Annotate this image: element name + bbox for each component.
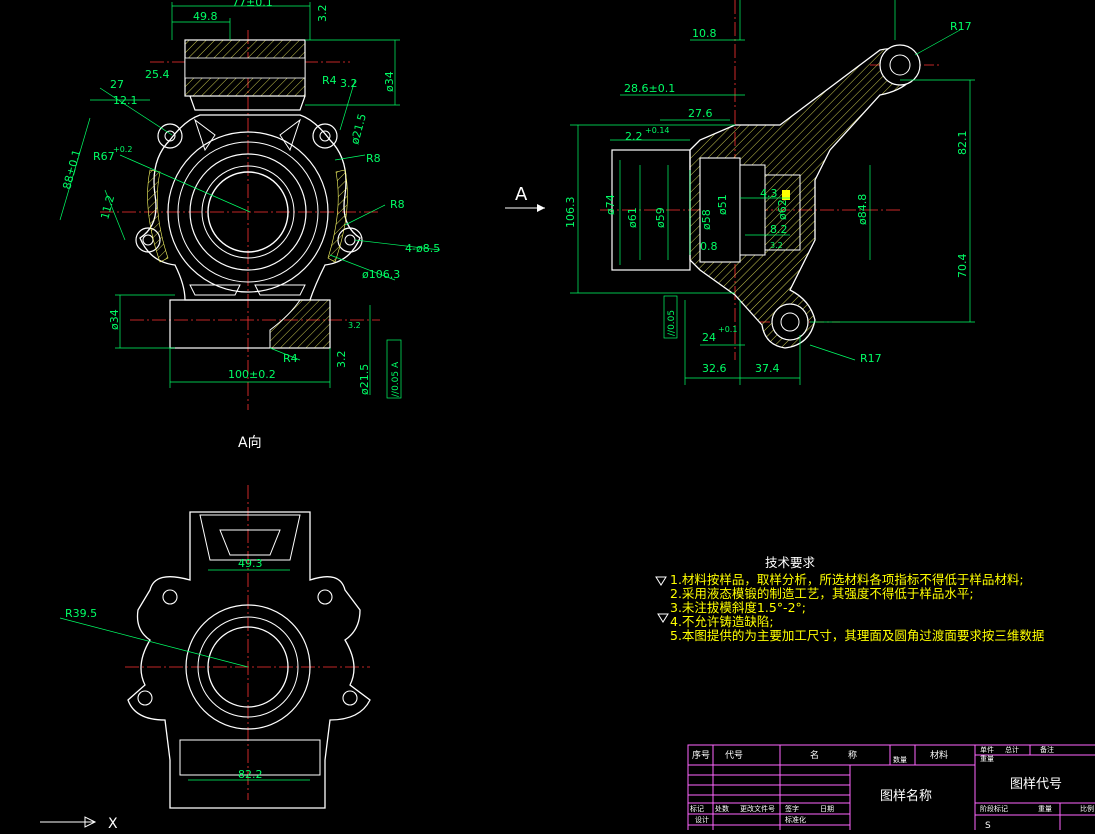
tb-row-date: 日期 xyxy=(820,805,834,813)
tb-scale: 比例 xyxy=(1080,804,1094,813)
axis-x-mark: X xyxy=(108,816,118,830)
dim-dia34-bot: ø34 xyxy=(108,309,121,330)
dim-82-2: 82.2 xyxy=(238,768,263,781)
dim-88: 88±0.1 xyxy=(60,148,83,191)
dim-r67: R67 xyxy=(93,150,115,163)
dim-r4-bot: R4 xyxy=(283,352,298,365)
tb-header-name2: 称 xyxy=(848,749,857,761)
dim-4-3: 4.3 xyxy=(760,187,778,200)
dim-dia34-top: ø34 xyxy=(383,71,396,92)
dim-dia21-5-bot: ø21.5 xyxy=(358,364,371,395)
dim-dia51: ø51 xyxy=(716,194,729,215)
dim-dia84-8: ø84.8 xyxy=(856,194,869,225)
dim-holes: 4-ø8.5 xyxy=(405,242,440,255)
dim-11-2: 11.2 xyxy=(98,194,117,221)
dim-24-tol: +0.1 xyxy=(718,325,737,334)
dim-28-6: 28.6±0.1 xyxy=(624,82,675,95)
note-line-3: 3.未注拔模斜度1.5°-2°; xyxy=(670,600,806,615)
note-line-1: 1.材料按样品，取样分析，所选材料各项指标不得低于样品材料; xyxy=(670,572,1024,587)
dim-rough-b: 3.2 xyxy=(340,77,358,90)
dim-dia21-5-top: ø21.5 xyxy=(348,112,369,146)
tb-row-change: 更改文件号 xyxy=(740,804,775,813)
note-line-4: 4.不允许铸造缺陷; xyxy=(670,614,774,629)
dim-37-4: 37.4 xyxy=(755,362,780,375)
tb-row-sign: 签字 xyxy=(785,804,799,813)
dim-2-2: 2.2 xyxy=(625,130,643,143)
dim-dia59: ø59 xyxy=(654,207,667,228)
tb-header-qty: 数量 xyxy=(893,755,907,764)
dim-24: 24 xyxy=(702,331,716,344)
tb-row-mark: 标记 xyxy=(690,804,704,813)
title-block: 序号 代号 名 称 数量 材料 单件 总计 备注 重量 图样名称 图样代号 标记… xyxy=(687,744,1095,834)
a-view-title: A向 xyxy=(238,435,262,451)
tb-header-material: 材料 xyxy=(930,749,948,761)
dim-2-2-tol: +0.14 xyxy=(645,126,670,135)
tb-row-count: 处数 xyxy=(715,804,729,813)
notes-heading: 技术要求 xyxy=(765,555,816,570)
dim-0-8: 0.8 xyxy=(700,240,718,253)
side-tol-frame: //0.05 xyxy=(667,310,677,336)
dim-dia106-3: ø106.3 xyxy=(362,268,400,281)
dim-49-3: 49.3 xyxy=(238,557,263,570)
dim-rough-a: 3.2 xyxy=(316,5,329,23)
tb-weight2: 重量 xyxy=(1038,805,1052,813)
dim-dia58: ø58 xyxy=(700,209,713,230)
dim-32-6: 32.6 xyxy=(702,362,727,375)
dim-8-2: 8.2 xyxy=(770,223,788,236)
dim-10-8: 10.8 xyxy=(692,27,717,40)
view-arrow-a-label: A xyxy=(515,184,528,205)
tb-header-name1: 名 xyxy=(810,749,819,761)
tb-drawing-name: 图样名称 xyxy=(880,788,932,804)
dim-bottom-width: 100±0.2 xyxy=(228,368,276,381)
dim-dia61: ø61 xyxy=(626,207,639,228)
tb-header-index: 序号 xyxy=(692,749,710,761)
tb-header-code: 代号 xyxy=(725,750,743,761)
tb-design: 设计 xyxy=(695,815,709,824)
dim-27-6: 27.6 xyxy=(688,107,713,120)
front-view: 77±0.1 49.8 ø34 R4 3.2 3.2 27 25.4 12.1 … xyxy=(59,0,440,410)
dim-angle-text: 3.2 xyxy=(348,321,361,330)
front-tol-frame: //0.05 A xyxy=(391,361,401,397)
dim-82-1: 82.1 xyxy=(956,131,969,156)
dim-r8-b: R8 xyxy=(390,198,405,211)
dim-r39-5: R39.5 xyxy=(65,607,97,620)
note-line-5: 5.本图提供的为主要加工尺寸，其理面及圆角过渡面要求按三维数据 xyxy=(670,628,1044,643)
dim-27: 27 xyxy=(110,78,124,91)
dim-106-3: 106.3 xyxy=(564,197,577,229)
note-marker-1 xyxy=(655,576,667,586)
dim-25-4: 25.4 xyxy=(145,68,170,81)
dim-70-4: 70.4 xyxy=(956,254,969,279)
dim-r17-bot: R17 xyxy=(860,352,882,365)
tb-drawing-code: 图样代号 xyxy=(1010,777,1062,792)
technical-notes: 技术要求 1.材料按样品，取样分析，所选材料各项指标不得低于样品材料; 2.采用… xyxy=(655,555,1044,643)
tb-weight: 重量 xyxy=(980,755,994,763)
dim-dia74: ø74 xyxy=(604,194,617,215)
dim-top-width: 77±0.1 xyxy=(232,0,273,9)
note-marker-4 xyxy=(657,613,669,623)
a-view: A向 49.3 R39.5 82.2 X xyxy=(40,435,371,832)
side-view: A R17 R17 10.8 28.6±0.1 27.6 2.2 +0.14 ø… xyxy=(505,0,975,385)
dim-12-1: 12.1 xyxy=(113,94,138,107)
dim-top-inner: 49.8 xyxy=(193,10,218,23)
tb-header-unit: 单件 xyxy=(980,745,994,754)
dim-dia62: ø62 xyxy=(776,199,789,220)
note-line-2: 2.采用液态模锻的制造工艺，其强度不得低于样品水平; xyxy=(670,586,974,601)
dim-r67-tol: +0.2 xyxy=(113,145,132,154)
tb-stage: 阶段标记 xyxy=(980,804,1008,813)
tb-header-remark: 备注 xyxy=(1040,745,1054,754)
dim-rough-c: 3.2 xyxy=(335,351,348,369)
dim-r17-top: R17 xyxy=(950,20,972,33)
side-rough: 3.2 xyxy=(770,241,783,250)
dim-r4-top: R4 xyxy=(322,74,337,87)
dim-r8-a: R8 xyxy=(366,152,381,165)
tb-standard: 标准化 xyxy=(785,815,806,824)
tb-header-total: 总计 xyxy=(1005,745,1019,754)
tb-s-mark: S xyxy=(985,821,991,830)
